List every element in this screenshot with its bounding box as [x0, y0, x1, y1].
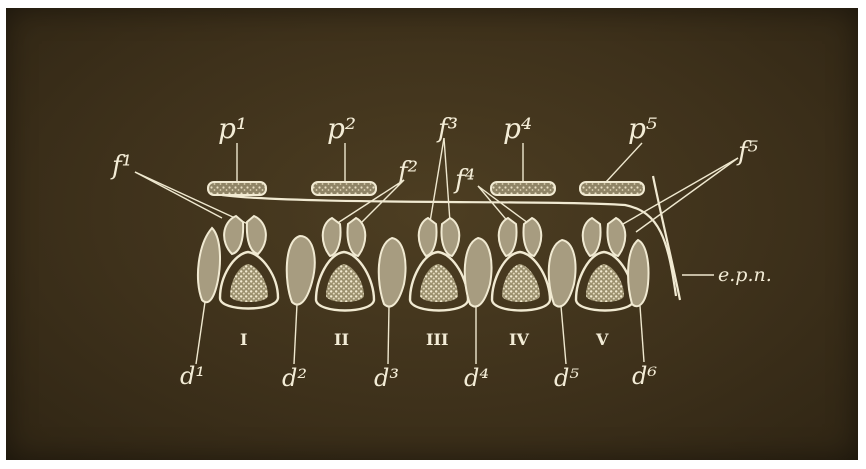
f-labels: f¹ f² f³ f⁴ f⁵ [110, 114, 759, 232]
d-label-3: d³ [374, 364, 399, 392]
nerve-branch [653, 176, 680, 300]
d-cell-3 [379, 238, 406, 307]
p-label-1: p¹ [218, 112, 247, 145]
p-label-4: p⁴ [503, 112, 532, 145]
f3-leader-a [430, 138, 444, 222]
segment-3: III [410, 218, 468, 349]
segment-4: IV [492, 218, 550, 349]
p-plate-2 [312, 182, 376, 195]
segments: I d¹ d² II d³ III [180, 216, 657, 392]
f-label-3: f³ [436, 114, 458, 144]
d-label-6: d⁶ [632, 362, 657, 390]
segment-2: II [316, 218, 374, 349]
p-plate-1 [208, 182, 266, 195]
d2-leader [294, 304, 297, 364]
d1-leader [196, 302, 205, 364]
segment-numeral-4: IV [509, 330, 529, 349]
p-label-5: p⁵ [628, 112, 657, 145]
d3-leader [388, 306, 389, 364]
d-label-4: d⁴ [464, 364, 489, 392]
p-leader-5 [606, 143, 642, 182]
segment-numeral-2: II [334, 330, 349, 349]
d-label-2: d² [282, 364, 307, 392]
d5-leader [561, 306, 566, 364]
nerve-label: e.p.n. [718, 264, 772, 286]
p-label-2: p² [327, 112, 356, 145]
segment-numeral-1: I [240, 330, 247, 349]
f5-leader-b [636, 158, 738, 232]
p-row: p¹ p² p⁴ p⁵ [208, 112, 657, 195]
f3-leader-b [444, 138, 450, 222]
d-cell-4 [465, 238, 492, 307]
p-plate-4 [491, 182, 555, 195]
f-label-1: f¹ [110, 151, 132, 181]
d-cell-6 [628, 240, 648, 306]
f1-leader-b [135, 172, 248, 224]
d-label-5: d⁵ [554, 364, 579, 392]
d-cell-1 [198, 228, 220, 302]
d-cell-5 [549, 240, 576, 307]
f-label-4: f⁴ [453, 165, 475, 195]
segment-numeral-5: V [595, 330, 609, 349]
segment-1: I [220, 216, 278, 349]
d-cell-2 [287, 236, 315, 305]
f1-leader-a [135, 172, 222, 218]
d-label-1: d¹ [180, 362, 205, 390]
p-plate-5 [580, 182, 644, 195]
segment-numeral-3: III [426, 330, 448, 349]
segment-5: V [576, 218, 634, 349]
d6-leader [640, 306, 644, 362]
f-label-5: f⁵ [736, 137, 759, 167]
